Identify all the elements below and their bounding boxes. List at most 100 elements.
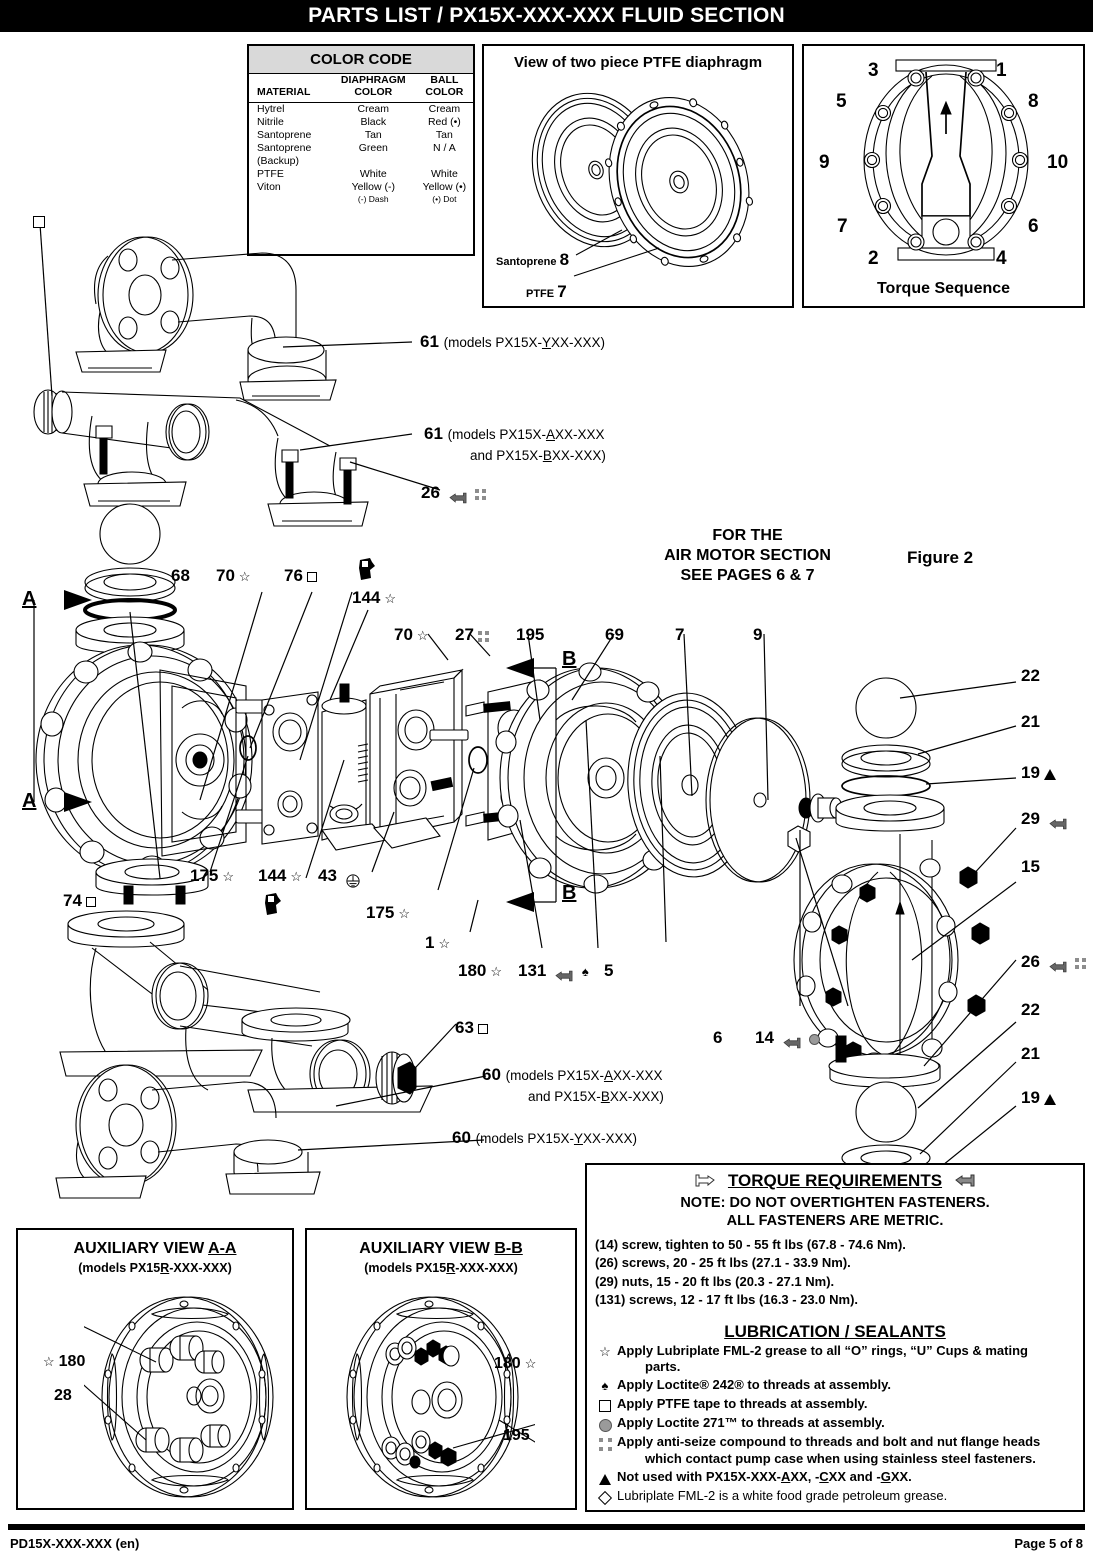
ptfe-tape-icon (306, 571, 317, 582)
lubrication-item-triangle: Not used with PX15X-XXX-AXX, -CXX and -G… (593, 1469, 1083, 1487)
ptfe-tape-icon (477, 1023, 488, 1034)
lubricate-icon: ☆ (398, 906, 411, 922)
hand-pointer-left-icon (954, 1172, 975, 1192)
note-dot: (•) Dot (432, 193, 457, 204)
callout-60-ab-models-2: and PX15X-BXX-XXX) (528, 1089, 664, 1104)
torque-num-8: 8 (1028, 91, 1039, 112)
section-letter-a-top: A (22, 588, 37, 610)
color-code-table: COLOR CODE MATERIAL DIAPHRAGM COLOR BALL… (247, 44, 475, 256)
callout-60-y: 60 (models PX15X-YXX-XXX) (452, 1128, 637, 1147)
callout-61-ab-models-2: and PX15X-BXX-XXX) (470, 448, 606, 463)
callout-60-ab: 60 (models PX15X-AXX-XXX (482, 1065, 663, 1084)
callout-5: 5 (604, 961, 614, 980)
col-ball-color: BALL COLOR (425, 74, 464, 98)
upper-manifold-art (75, 236, 337, 401)
table-row: Nitrile Black Red (•) (257, 115, 461, 128)
lubricate-icon: ☆ (438, 936, 451, 952)
torque-line-26: (26) screws, 20 - 25 ft lbs (27.1 - 33.9… (595, 1255, 851, 1271)
torque-num-10: 10 (1047, 152, 1069, 173)
sealant-bottle-icon (358, 558, 376, 585)
table-divider (249, 98, 473, 103)
lubrication-item-star: ☆ Apply Lubriplate FML-2 grease to all “… (593, 1343, 1083, 1377)
torque-line-29: (29) nuts, 15 - 20 ft lbs (20.3 - 27.1 N… (595, 1273, 835, 1289)
mid-manifold-art (33, 389, 369, 527)
center-valve-body-art (239, 668, 469, 851)
callout-69: 69 (605, 625, 624, 644)
hand-pointer-right-icon (695, 1172, 716, 1192)
callout-70-b: 70☆ (394, 625, 429, 644)
table-row: Hytrel Cream Cream (257, 102, 461, 115)
torque-num-1: 1 (996, 60, 1007, 81)
auxiliary-view-a-a: AUXILIARY VIEW A-A (models PX15R-XXX-XXX… (16, 1228, 294, 1510)
callout-19-top: 19 (1021, 763, 1056, 783)
callout-61-y: 61 (models PX15X-YXX-XXX) (420, 332, 605, 351)
table-row: PTFE White White (257, 167, 458, 180)
loctite-271-icon (809, 1034, 821, 1046)
callout-61-ab-models: (models PX15X-AXX-XXX (447, 427, 605, 442)
hand-pointer-icon (1049, 958, 1067, 972)
callout-180: 180☆ (458, 961, 503, 980)
hand-pointer-icon (1049, 815, 1067, 829)
torque-sequence-view: 3 1 5 8 9 10 7 6 2 4 Torque Sequence (802, 44, 1085, 308)
col-diaphragm-color: DIAPHRAGM COLOR (340, 74, 406, 98)
table-row: Santoprene Tan Tan (257, 128, 453, 141)
not-used-icon (1043, 769, 1056, 781)
hand-pointer-icon (783, 1034, 801, 1048)
aux-b-illustration (346, 1296, 535, 1498)
lubrication-item-circle: Apply Loctite 271™ to threads at assembl… (593, 1415, 1083, 1433)
callout-195: 195 (516, 625, 545, 644)
table-row: (Backup) (257, 154, 300, 167)
torque-num-6: 6 (1028, 216, 1039, 237)
callout-60-y-models: (models PX15X-YXX-XXX) (475, 1131, 637, 1146)
center-chamber-art (495, 662, 695, 894)
lubrication-item-spade: ♠ Apply Loctite® 242® to threads at asse… (593, 1377, 1083, 1395)
callout-61-y-models: (models PX15X-YXX-XXX) (443, 335, 605, 350)
lubricate-icon: ☆ (384, 591, 397, 607)
anti-seize-icon (593, 1434, 617, 1452)
valve-stack-upper-left-art (75, 503, 185, 654)
torque-note: NOTE: DO NOT OVERTIGHTEN FASTENERS. ALL … (680, 1194, 990, 1229)
lubrication-item-square: Apply PTFE tape to threads at assembly. (593, 1396, 1083, 1414)
callout-9: 9 (753, 625, 763, 644)
color-code-grid: MATERIAL DIAPHRAGM COLOR BALL COLOR Hytr… (249, 74, 473, 205)
table-footnote-row: (-) Dash (•) Dot (249, 194, 473, 205)
callout-15: 15 (1021, 857, 1040, 876)
callout-61-ab: 61 (models PX15X-AXX-XXX (424, 424, 605, 443)
right-pump-housing-art (787, 677, 990, 1193)
torque-line-131: (131) screws, 12 - 17 ft lbs (16.3 - 23.… (595, 1292, 859, 1308)
torque-sequence-illustration (863, 59, 1029, 261)
torque-num-5: 5 (836, 91, 847, 112)
callout-22-bottom: 22 (1021, 1000, 1040, 1019)
note-dash: (-) Dash (357, 193, 389, 204)
aux-b-title: AUXILIARY VIEW B-B (359, 1240, 523, 1257)
air-motor-note: FOR THE AIR MOTOR SECTION SEE PAGES 6 & … (664, 527, 831, 584)
lubricate-icon: ☆ (599, 1343, 611, 1359)
footer-divider (8, 1524, 1085, 1530)
callout-27: 27 (455, 625, 489, 645)
right-gasket-plate-art (465, 679, 541, 841)
ptfe-diaphragm-illustration (531, 92, 754, 277)
lower-manifold-art (59, 910, 433, 1113)
diaphragm-disc-art (627, 692, 843, 883)
loctite-242-icon: ♠ (601, 1378, 609, 1394)
food-grade-icon (593, 1488, 617, 1506)
auxiliary-view-b-b: AUXILIARY VIEW B-B (models PX15R-XXX-XXX… (305, 1228, 577, 1510)
aux-a-illustration (84, 1296, 274, 1498)
lubrication-heading: LUBRICATION / SEALANTS (724, 1321, 946, 1341)
ptfe-view-label-ptfe: PTFE 7 (526, 282, 567, 301)
lubrication-item-grid: Apply anti-seize compound to threads and… (593, 1434, 1083, 1468)
aux-a-callout-180: ☆180 (43, 1353, 86, 1370)
hand-pointer-icon (555, 967, 573, 981)
section-letter-b-top: B (562, 648, 577, 670)
section-letter-b-bottom: B (562, 882, 577, 904)
loctite-271-icon (593, 1415, 617, 1433)
torque-line-14: (14) screw, tighten to 50 - 55 ft lbs (6… (595, 1236, 906, 1252)
torque-requirements-panel: TORQUE REQUIREMENTS NOTE: DO NOT OVERTIG… (585, 1163, 1085, 1512)
callout-26: 26 (421, 483, 487, 503)
ground-icon (346, 873, 360, 888)
torque-sequence-caption: Torque Sequence (876, 280, 1011, 297)
callout-175-a: 175☆ (190, 866, 235, 885)
torque-num-7: 7 (837, 216, 848, 237)
lubricate-icon: ☆ (43, 1354, 55, 1370)
